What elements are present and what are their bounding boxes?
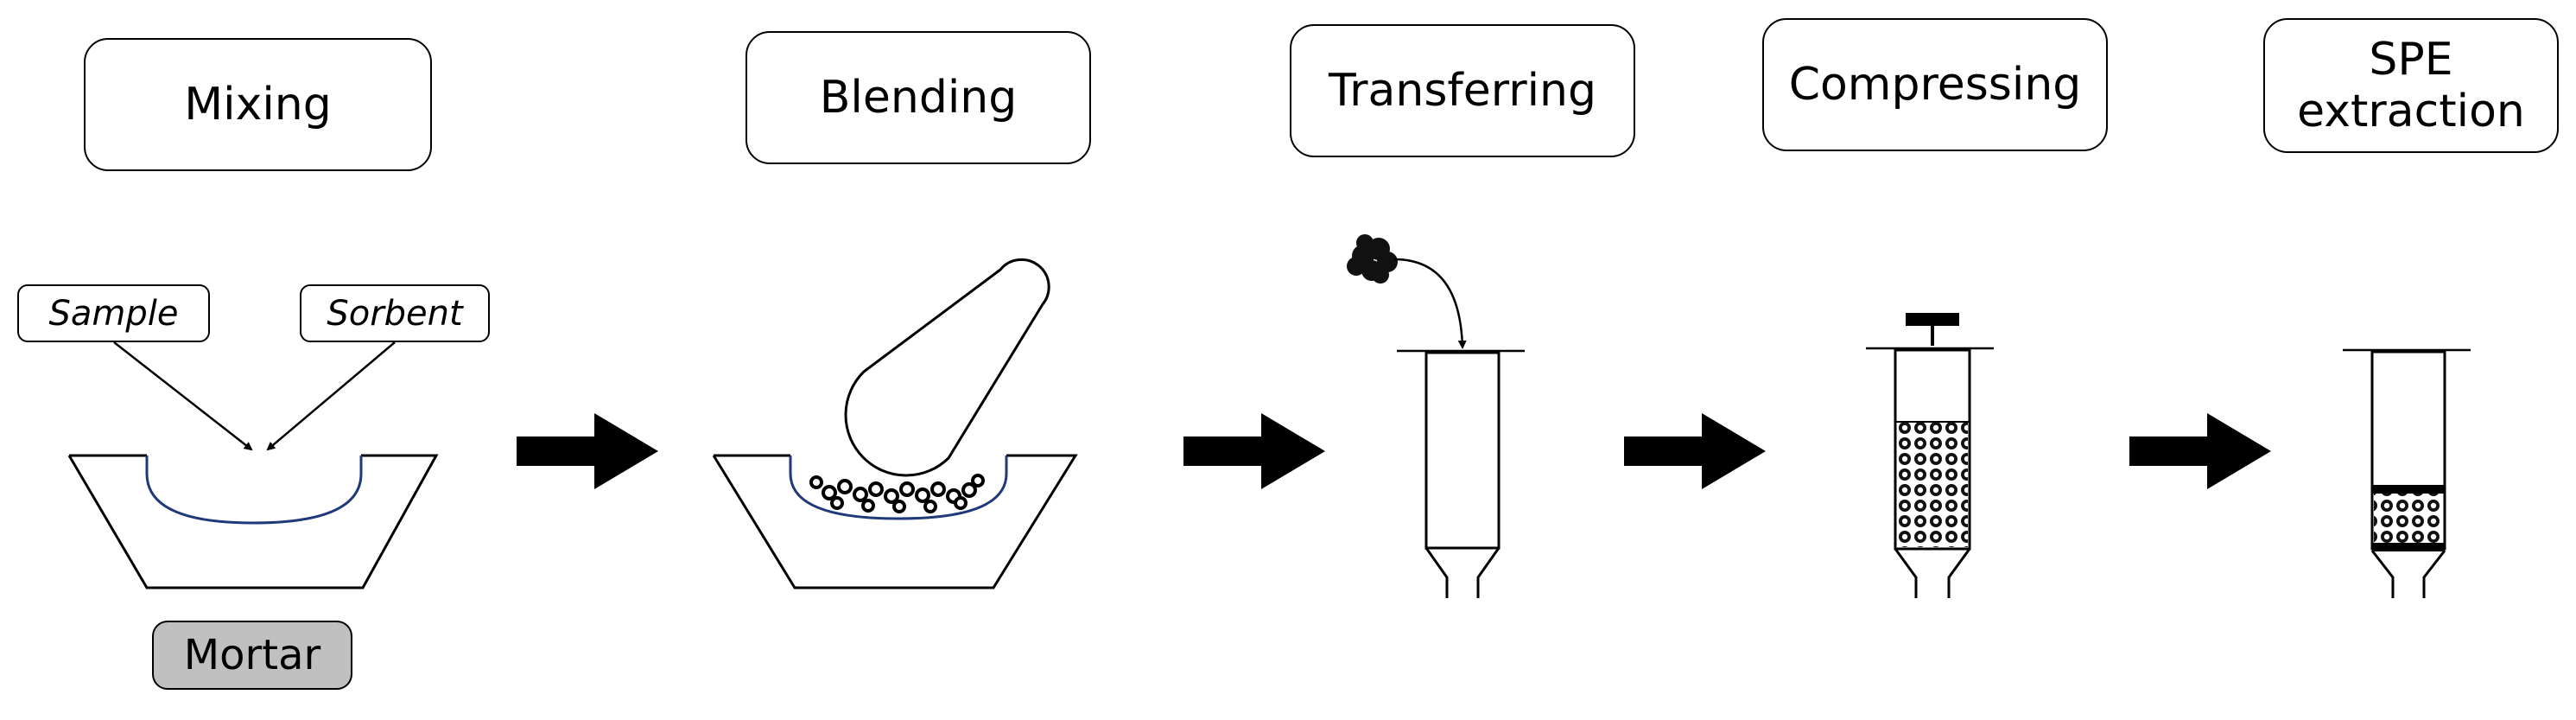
step-spe-extraction: SPE extraction: [2263, 18, 2559, 153]
step-blending: Blending: [746, 31, 1091, 164]
sample-tag-label: Sample: [48, 293, 179, 334]
mortar-icon: [67, 454, 439, 589]
step-transferring: Transferring: [1290, 24, 1635, 157]
mortar-icon: [712, 454, 1078, 589]
step-spe-extraction-label: SPE extraction: [2297, 34, 2525, 137]
step-compressing: Compressing: [1762, 18, 2108, 151]
mortar-label: Mortar: [183, 631, 321, 679]
transfer-arrow: [1393, 258, 1467, 349]
sorbent-arrow: [266, 341, 396, 451]
arrow-right-icon: [1624, 413, 1766, 489]
arrow-right-icon: [1183, 413, 1325, 489]
arrow-right-icon: [2129, 413, 2271, 489]
sorbent-particle-icon: [1347, 234, 1398, 284]
pestle-icon: [844, 258, 1050, 477]
syringe-cartridge-icon: [2343, 348, 2471, 598]
arrow-right-icon: [517, 413, 658, 489]
mortar-label-box: Mortar: [152, 621, 352, 690]
step-transferring-label: Transferring: [1329, 65, 1596, 117]
syringe-cartridge-icon: [1397, 349, 1525, 598]
sorbent-tag-label: Sorbent: [327, 293, 463, 334]
sample-arrow: [113, 341, 253, 451]
step-blending-label: Blending: [819, 72, 1018, 124]
syringe-cartridge-icon: [1866, 347, 1994, 598]
sample-tag: Sample: [17, 284, 210, 342]
sorbent-particle-icon: [809, 474, 985, 513]
sorbent-tag: Sorbent: [300, 284, 490, 342]
step-compressing-label: Compressing: [1788, 59, 2082, 111]
step-mixing-label: Mixing: [184, 79, 332, 131]
step-mixing: Mixing: [84, 38, 432, 171]
